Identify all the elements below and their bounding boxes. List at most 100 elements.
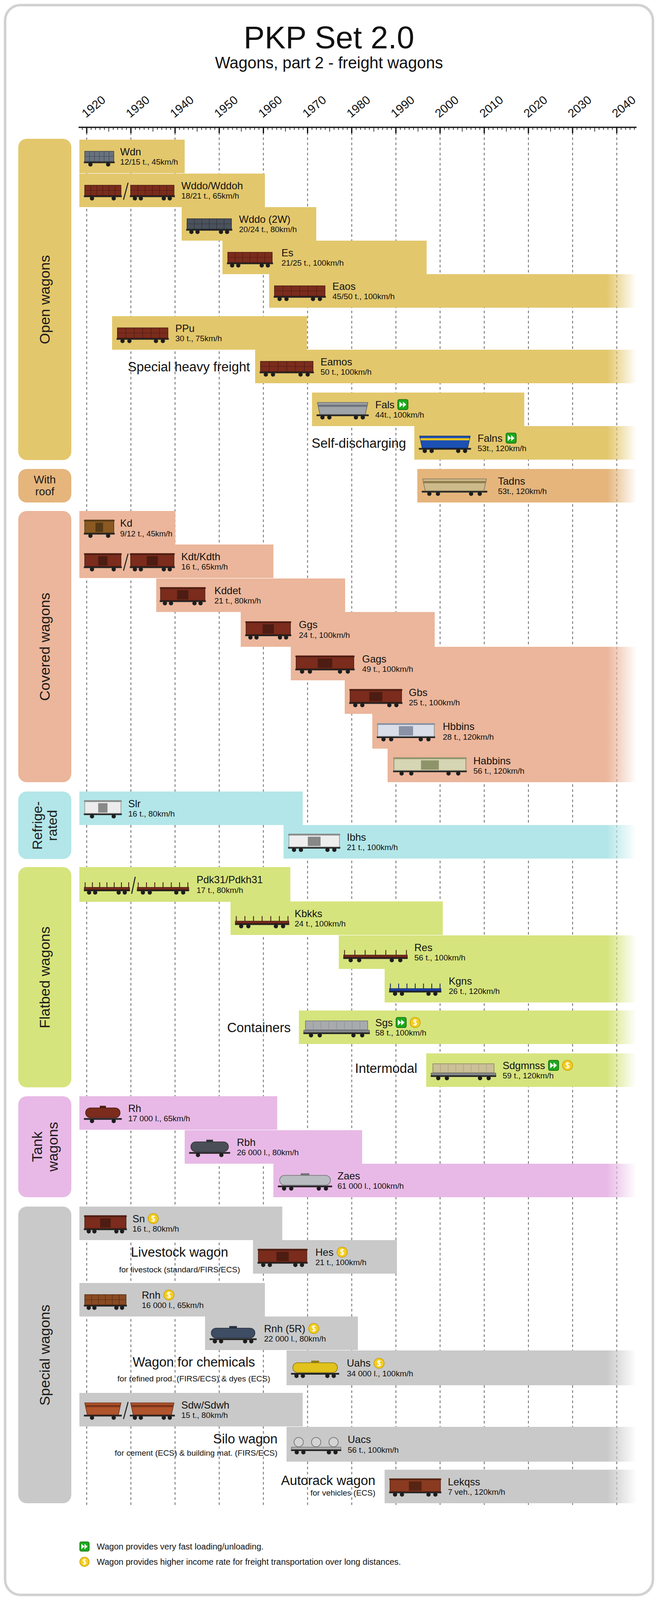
wagon-drawing (389, 984, 442, 997)
minor-tick (461, 127, 463, 132)
underframe (278, 1186, 333, 1188)
silo (311, 1437, 321, 1448)
minor-tick (236, 127, 238, 130)
stake (92, 882, 93, 888)
minor-tick (245, 127, 247, 130)
minor-tick (298, 127, 300, 130)
minor-tick (444, 127, 445, 130)
container-rib (312, 1022, 314, 1030)
wagon-specs: 26 000 l., 80km/h (236, 1148, 299, 1158)
wheel (317, 297, 323, 302)
minor-tick (99, 127, 101, 130)
minor-tick (320, 127, 322, 130)
wagon-bar: Wddo/Wddoh18/21 t., 65km/h (79, 173, 265, 208)
wagon-text: Gags49 t., 100km/h (362, 653, 414, 675)
wagon-bar: Fals44t., 100km/h (312, 392, 525, 427)
wagon-name: Gags (362, 653, 387, 666)
wagon-body (317, 402, 369, 415)
rib (94, 151, 95, 162)
year-label: 1950 (211, 93, 241, 121)
wheel (140, 890, 146, 895)
wheel (281, 924, 286, 929)
rib (104, 151, 105, 162)
deck (235, 921, 290, 924)
category-label: With roof (28, 473, 62, 498)
wheel (435, 492, 441, 497)
wheel (307, 669, 313, 675)
wheel (88, 162, 93, 167)
wagon-bar: Zaes61 000 l., 100km/h (273, 1164, 637, 1198)
wagon-picture (240, 612, 435, 647)
door (421, 760, 439, 771)
grid-line (616, 127, 618, 1508)
rib (223, 219, 225, 230)
grid-line (351, 127, 353, 1508)
minor-tick (598, 127, 600, 130)
wheel (270, 372, 276, 377)
silo (329, 1437, 339, 1448)
icon-arrow (511, 435, 515, 442)
minor-tick (294, 127, 296, 130)
fast-loading-icon (79, 1541, 90, 1553)
wheel (195, 230, 200, 235)
door (399, 726, 414, 736)
wagon-specs: 56 t., 100km/h (347, 1445, 399, 1456)
wheel (239, 924, 244, 929)
minor-tick (506, 127, 507, 132)
container-rib (486, 1065, 487, 1073)
roof (129, 553, 175, 556)
wagon-text: Rnh16 000 l., 65km/h (141, 1289, 204, 1311)
wagon-specs: 56 t., 120km/h (473, 766, 525, 777)
wheel (181, 890, 186, 895)
wheel (219, 1339, 224, 1345)
wagon-specs: 16 t., 80km/h (128, 809, 175, 819)
wagon-name: Kdt/Kdth (181, 551, 221, 563)
minor-tick (152, 127, 154, 132)
deck (343, 955, 408, 958)
minor-tick (232, 127, 234, 130)
rib (282, 286, 284, 297)
rib (234, 252, 236, 263)
wheel (357, 958, 362, 963)
wagon-specs: 28 t., 120km/h (442, 732, 494, 743)
wagon-drawing (393, 757, 467, 777)
wagon-picture (338, 935, 637, 970)
wagon-bar: Sdgmnss59 t., 120km/h (426, 1053, 637, 1088)
wagon-body (393, 759, 466, 771)
stake (287, 916, 289, 922)
wagon-name: Slr (128, 798, 141, 810)
legend-text: Wagon provides higher income rate for fr… (96, 1557, 401, 1568)
wagon-specs: 9/12 t., 45km/h (120, 528, 173, 538)
wheel (89, 196, 95, 201)
minor-tick (329, 127, 331, 132)
icon-arrow (81, 1544, 85, 1550)
wagon-drawing (84, 1403, 122, 1421)
container-rib (328, 1022, 329, 1030)
wagon-specs: 24 t., 100km/h (294, 919, 346, 929)
icon-square (506, 433, 517, 444)
rib (134, 328, 135, 339)
minor-tick (417, 127, 419, 132)
wagon-specs: 53t., 120km/h (477, 444, 527, 454)
wheel (463, 449, 468, 454)
minor-tick (157, 127, 158, 130)
wagon-specs: 24 t., 100km/h (298, 630, 350, 641)
wagon-specs: 58 t., 100km/h (375, 1028, 427, 1038)
wagon-drawing (84, 1106, 122, 1124)
wagon-body (84, 185, 121, 196)
group-label: Intermodal (354, 1061, 417, 1077)
minor-tick (196, 127, 198, 132)
wheel (259, 263, 265, 268)
door (369, 692, 383, 702)
wheel (249, 1339, 254, 1345)
wagon-name: Sdw/Sdwh (181, 1399, 230, 1412)
income-icon (163, 1290, 175, 1302)
minor-tick (346, 127, 348, 130)
container-rib (478, 1065, 479, 1073)
minor-tick (545, 127, 547, 130)
wheel (326, 1450, 332, 1455)
stake (354, 950, 356, 956)
icon-sign (167, 1292, 172, 1299)
wheel (106, 162, 111, 167)
